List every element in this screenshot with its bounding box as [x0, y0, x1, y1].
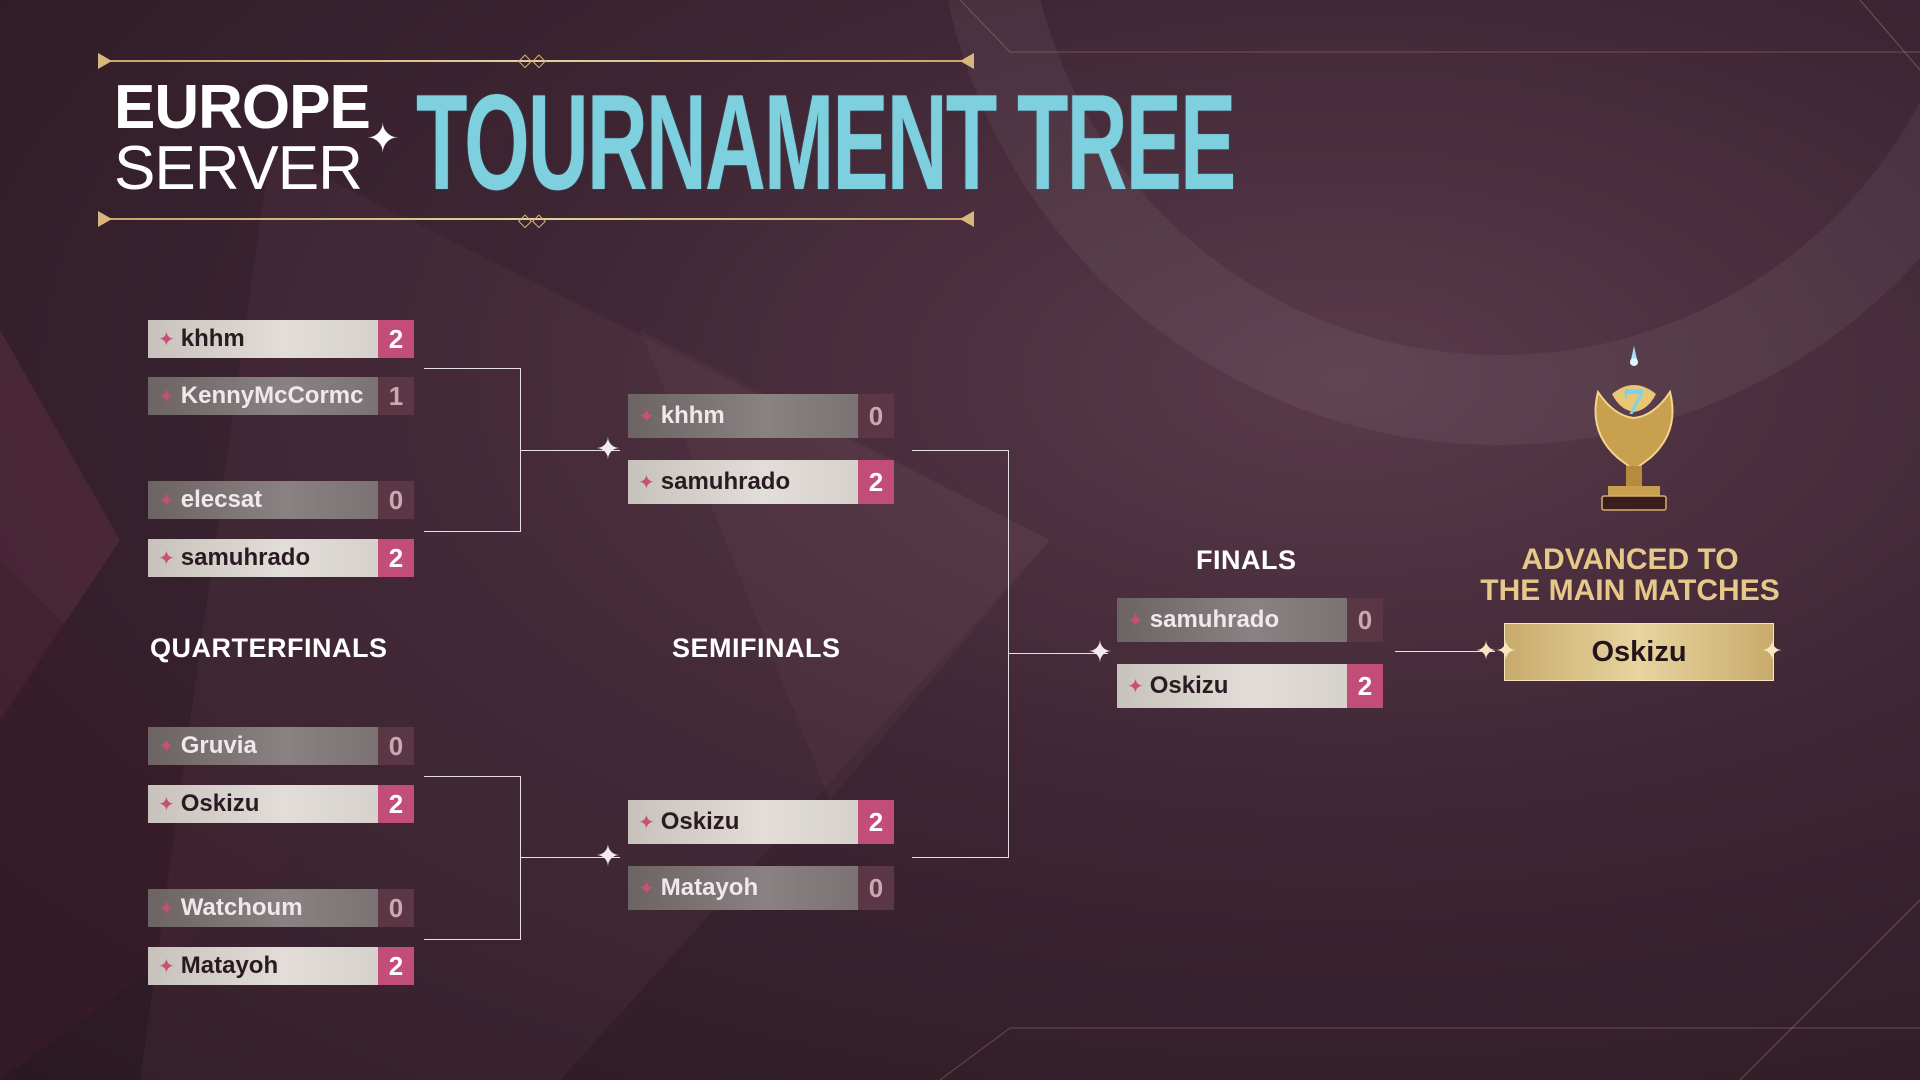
sf2-player2: ✦Matayoh 0 [628, 866, 894, 910]
star-icon: ✦ [638, 471, 655, 494]
sparkle-icon: ✦ [1475, 635, 1497, 666]
star-icon: ✦ [158, 328, 175, 351]
sparkle-icon: ✦ [1761, 635, 1783, 666]
header-top-rule [98, 53, 974, 69]
advanced-label: ADVANCED TO THE MAIN MATCHES [1470, 543, 1790, 608]
bracket-connector [424, 776, 521, 940]
player-score: 0 [378, 889, 414, 927]
player-score: 2 [1347, 664, 1383, 708]
star-icon: ✦ [1127, 675, 1144, 698]
star-icon: ✦ [638, 405, 655, 428]
star-icon: ✦ [158, 489, 175, 512]
qf2-player2: ✦samuhrado 2 [148, 539, 414, 577]
epic-seven-world-arena-logo: 7 [1594, 346, 1674, 511]
bracket-connector [1008, 653, 1108, 654]
star-icon: ✦ [158, 955, 175, 978]
header-bottom-rule [98, 211, 974, 227]
round-label-quarterfinals: QUARTERFINALS [150, 633, 388, 663]
qf3-player1: ✦Gruvia 0 [148, 727, 414, 765]
player-name: Gruvia [180, 732, 257, 759]
diamond-ornament-icon: ◇◇ [518, 50, 546, 70]
player-score: 1 [378, 377, 414, 415]
star-icon: ✦ [638, 811, 655, 834]
qf4-player1: ✦Watchoum 0 [148, 889, 414, 927]
player-score: 2 [378, 785, 414, 823]
sf1-player2: ✦samuhrado 2 [628, 460, 894, 504]
final-player2: ✦Oskizu 2 [1117, 664, 1383, 708]
player-score: 0 [858, 866, 894, 910]
bracket-connector [424, 368, 521, 532]
player-score: 0 [378, 727, 414, 765]
sparkle-icon: ✦ [366, 117, 400, 161]
qf4-player2: ✦Matayoh 2 [148, 947, 414, 985]
player-name: samuhrado [1149, 606, 1280, 633]
star-icon: ✦ [638, 877, 655, 900]
player-name: Matayoh [180, 952, 279, 979]
svg-text:7: 7 [1622, 383, 1646, 423]
player-name: KennyMcCormc [180, 382, 364, 409]
qf3-player2: ✦Oskizu 2 [148, 785, 414, 823]
bracket-connector [520, 450, 620, 451]
player-score: 2 [378, 947, 414, 985]
player-name: khhm [180, 325, 245, 352]
player-name: elecsat [180, 486, 263, 513]
sparkle-icon: ✦ [1495, 635, 1517, 666]
star-icon: ✦ [158, 897, 175, 920]
star-icon: ✦ [158, 385, 175, 408]
server-title: EUROPE SERVER [114, 73, 371, 203]
star-icon: ✦ [158, 793, 175, 816]
sparkle-icon: ✦ [595, 840, 621, 873]
player-score: 2 [858, 800, 894, 844]
player-name: Oskizu [180, 790, 260, 817]
player-name: samuhrado [180, 544, 311, 571]
player-score: 0 [378, 481, 414, 519]
sf2-player1: ✦Oskizu 2 [628, 800, 894, 844]
qf1-player1: ✦khhm 2 [148, 320, 414, 358]
player-score: 2 [378, 539, 414, 577]
round-label-finals: FINALS [1196, 545, 1297, 575]
server-title-line1: EUROPE [114, 73, 371, 142]
player-score: 0 [1347, 598, 1383, 642]
player-name: Oskizu [660, 808, 740, 835]
server-title-line2: SERVER [114, 133, 363, 203]
player-name: Oskizu [1149, 672, 1229, 699]
player-score: 2 [858, 460, 894, 504]
player-score: 2 [378, 320, 414, 358]
player-name: khhm [660, 402, 725, 429]
bracket-connector [912, 450, 1009, 858]
sf1-player1: ✦khhm 0 [628, 394, 894, 438]
final-player1: ✦samuhrado 0 [1117, 598, 1383, 642]
advanced-label-line1: ADVANCED TO [1521, 543, 1739, 576]
qf1-player2: ✦KennyMcCormc 1 [148, 377, 414, 415]
qf2-player1: ✦elecsat 0 [148, 481, 414, 519]
star-icon: ✦ [1127, 609, 1144, 632]
diamond-ornament-icon: ◇◇ [518, 210, 546, 230]
player-score: 0 [858, 394, 894, 438]
header: ◇◇ ◇◇ EUROPE SERVER ✦ TOURNAMENT TREE [98, 51, 1236, 229]
bracket-connector [520, 857, 620, 858]
player-name: Matayoh [660, 874, 759, 901]
sparkle-icon: ✦ [1087, 636, 1113, 669]
star-icon: ✦ [158, 735, 175, 758]
sparkle-icon: ✦ [595, 433, 621, 466]
advanced-label-line2: THE MAIN MATCHES [1480, 574, 1780, 608]
page-title: TOURNAMENT TREE [416, 66, 1236, 218]
star-icon: ✦ [158, 547, 175, 570]
winner-box: Oskizu [1504, 623, 1774, 681]
player-name: Watchoum [180, 894, 303, 921]
player-name: samuhrado [660, 468, 791, 495]
bracket-connector [1395, 651, 1495, 652]
round-label-semifinals: SEMIFINALS [672, 633, 841, 663]
